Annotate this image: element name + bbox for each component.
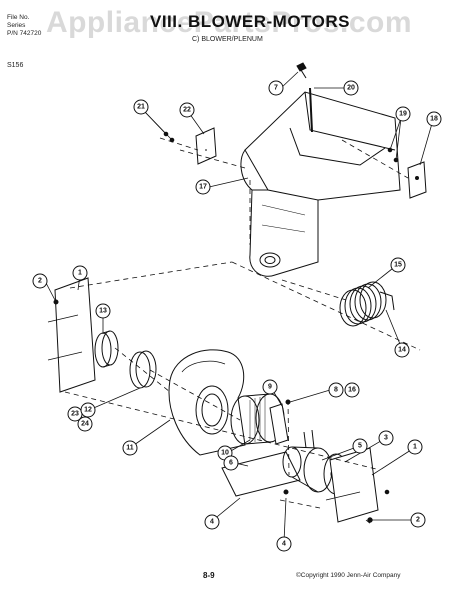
clamp-band — [129, 350, 157, 389]
blower-motor — [282, 429, 333, 493]
callout-12: 12 — [80, 402, 96, 418]
plenum-assembly — [240, 91, 401, 277]
callout-label: 1 — [413, 444, 417, 451]
callout-8: 8 — [328, 382, 344, 398]
callout-15: 15 — [390, 257, 406, 273]
callout-label: 11 — [126, 445, 134, 452]
callout-24: 24 — [77, 416, 93, 432]
callout-7: 7 — [268, 80, 284, 96]
callout-label: 7 — [274, 85, 278, 92]
callout-19: 19 — [395, 106, 411, 122]
callout-label: 4 — [282, 541, 286, 548]
callout-label: 23 — [71, 411, 79, 418]
callout-label: 22 — [183, 107, 191, 114]
callout-label: 1 — [78, 270, 82, 277]
callout-1-right: 1 — [407, 439, 423, 455]
callout-21: 21 — [133, 99, 149, 115]
callout-label: 19 — [399, 111, 407, 118]
screw-and-rod — [296, 62, 313, 133]
callout-label: 10 — [221, 450, 229, 457]
callout-20: 20 — [343, 80, 359, 96]
callout-2-right: 2 — [410, 512, 426, 528]
callout-label: 12 — [84, 407, 92, 414]
callout-3: 3 — [378, 430, 394, 446]
callout-label: 13 — [99, 308, 107, 315]
callout-label: 6 — [229, 460, 233, 467]
callout-16: 16 — [344, 382, 360, 398]
blower-housing — [168, 349, 246, 456]
part-number: P/N 742720 — [7, 30, 42, 37]
motor-bracket — [221, 403, 301, 497]
callout-label: 5 — [358, 443, 362, 450]
bracket-left — [195, 127, 217, 165]
callout-1-left: 1 — [72, 265, 88, 281]
copyright-notice: ©Copyright 1990 Jenn-Air Company — [296, 572, 401, 579]
callout-label: 8 — [334, 387, 338, 394]
callout-label: 9 — [268, 384, 272, 391]
callout-label: 4 — [210, 519, 214, 526]
mounting-flange-right — [325, 447, 379, 523]
callout-4-bottom: 4 — [276, 536, 292, 552]
model-number: S156 — [7, 62, 24, 69]
callout-22: 22 — [179, 102, 195, 118]
callout-label: 15 — [394, 262, 402, 269]
callout-label: 3 — [384, 435, 388, 442]
callout-label: 20 — [347, 85, 355, 92]
callout-label: 24 — [81, 421, 89, 428]
callout-label: 2 — [416, 517, 420, 524]
callout-label: 16 — [348, 387, 356, 394]
callout-6: 6 — [223, 455, 239, 471]
callout-2-left: 2 — [32, 273, 48, 289]
subsection-title: C) BLOWER/PLENUM — [192, 36, 263, 43]
callout-label: 14 — [398, 347, 406, 354]
fasteners — [53, 131, 399, 523]
series-label: Series — [7, 22, 26, 29]
callout-9: 9 — [262, 379, 278, 395]
page-number: 8-9 — [203, 571, 215, 580]
callout-4-left: 4 — [204, 514, 220, 530]
callout-11: 11 — [122, 440, 138, 456]
callout-17: 17 — [195, 179, 211, 195]
section-title: VIII. BLOWER-MOTORS — [150, 12, 350, 31]
inlet-ring — [94, 330, 119, 368]
callout-label: 2 — [38, 278, 42, 285]
callout-14: 14 — [394, 342, 410, 358]
callout-label: 21 — [137, 104, 145, 111]
bracket-right — [407, 161, 427, 199]
file-number: File No. — [7, 14, 30, 21]
callout-18: 18 — [426, 111, 442, 127]
mounting-flange-left — [47, 277, 96, 393]
callout-label: 17 — [199, 184, 207, 191]
callout-13: 13 — [95, 303, 111, 319]
callout-5: 5 — [352, 438, 368, 454]
spring-coil — [339, 281, 395, 327]
callout-label: 18 — [430, 116, 438, 123]
